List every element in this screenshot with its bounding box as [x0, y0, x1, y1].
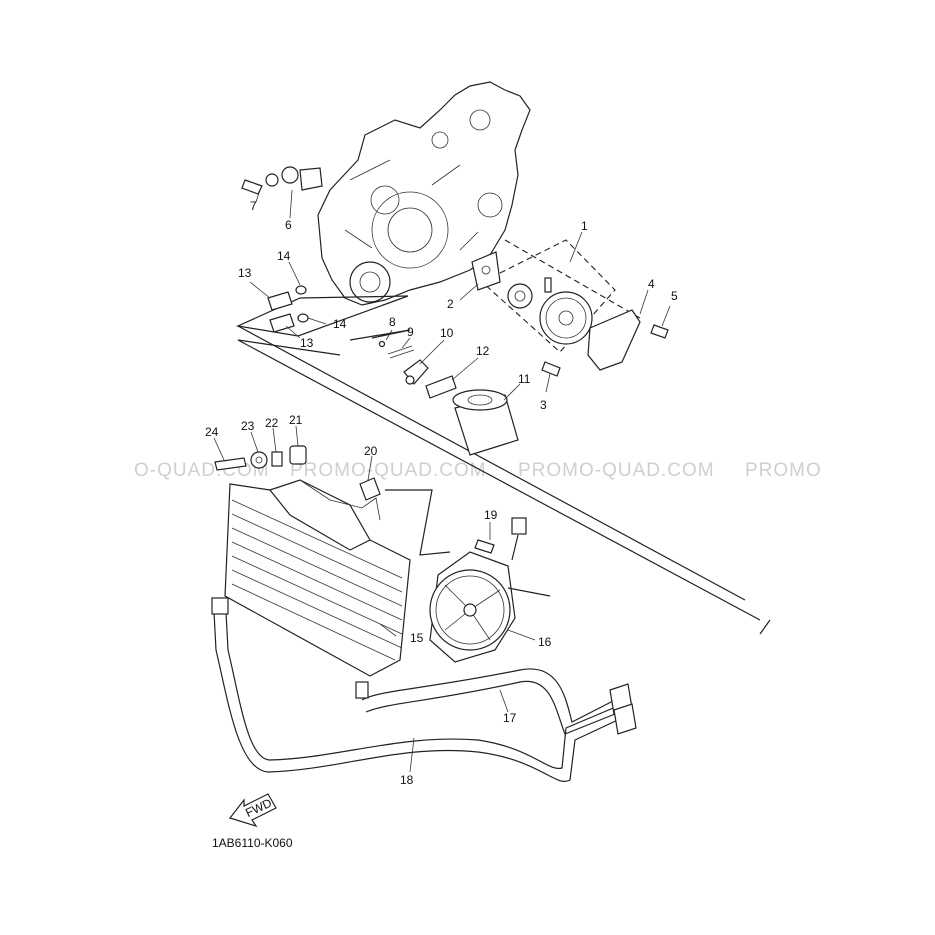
callout-1: 1 — [581, 219, 588, 233]
callout-19: 19 — [484, 508, 498, 522]
callout-6: 6 — [285, 218, 292, 232]
callout-23: 23 — [241, 419, 255, 433]
washer-14-upper — [295, 285, 307, 295]
spring-9 — [387, 345, 415, 359]
callout-10: 10 — [440, 326, 454, 340]
callout-22: 22 — [265, 416, 279, 430]
callout-24: 24 — [205, 425, 219, 439]
watermark-2: PROMO-QUAD.COM — [290, 460, 487, 481]
hose-17 — [355, 668, 621, 735]
callout-14-lower: 14 — [333, 317, 347, 331]
bolt-7 — [241, 173, 279, 195]
callout-17: 17 — [503, 711, 517, 725]
crankcase — [317, 81, 531, 306]
callout-4: 4 — [648, 277, 655, 291]
fan-16 — [429, 517, 551, 663]
oil-pump-assembly — [507, 277, 593, 345]
callout-8: 8 — [389, 315, 396, 329]
watermark-row: O-QUAD.COM PROMO-QUAD.COM PROMO-QUAD.COM… — [134, 460, 822, 481]
watermark-3: PROMO-QUAD.COM — [518, 460, 715, 481]
callout-14-upper: 14 — [277, 249, 291, 263]
callout-11: 11 — [518, 372, 531, 386]
callout-7: 7 — [250, 199, 257, 213]
callout-20: 20 — [364, 444, 378, 458]
bracket-10 — [403, 359, 429, 385]
diagram-code: 1AB6110-K060 — [212, 836, 293, 850]
oil-cooler-15 — [224, 479, 411, 677]
callout-12: 12 — [476, 344, 490, 358]
washer-14-lower — [297, 313, 309, 323]
ball-8 — [378, 340, 386, 348]
adapter-6 — [281, 166, 323, 191]
fwd-arrow-icon: FWD — [228, 793, 277, 828]
callout-leaders — [213, 189, 671, 773]
fitting-13-upper — [267, 291, 293, 311]
watermark-1: O-QUAD.COM — [134, 460, 270, 481]
bolt-5 — [650, 324, 669, 339]
callout-21: 21 — [289, 413, 303, 427]
hose-18 — [211, 597, 637, 782]
cover-4 — [587, 309, 641, 371]
bolt-19 — [474, 539, 495, 554]
plate-2 — [471, 251, 501, 291]
callout-15: 15 — [410, 631, 424, 645]
watermark-4: PROMO — [745, 460, 822, 481]
callout-13-upper: 13 — [238, 266, 252, 280]
union-bolt-12 — [425, 375, 457, 399]
bracket-20 — [359, 477, 381, 501]
callout-2: 2 — [447, 297, 454, 311]
callout-13-lower: 13 — [300, 336, 314, 350]
callout-9: 9 — [407, 325, 414, 339]
callout-3: 3 — [540, 398, 547, 412]
collar-22 — [271, 451, 283, 467]
bolt-3 — [541, 361, 561, 377]
callout-5: 5 — [671, 289, 678, 303]
collar-23 — [250, 451, 268, 469]
grommet-21 — [289, 445, 307, 465]
callout-numbers: 1 2 3 4 5 6 7 8 9 10 11 12 13 13 14 14 1… — [205, 199, 678, 787]
callout-16: 16 — [538, 635, 552, 649]
bolt-24 — [214, 457, 247, 471]
callout-18: 18 — [400, 773, 414, 787]
oil-filter-11 — [452, 389, 519, 456]
